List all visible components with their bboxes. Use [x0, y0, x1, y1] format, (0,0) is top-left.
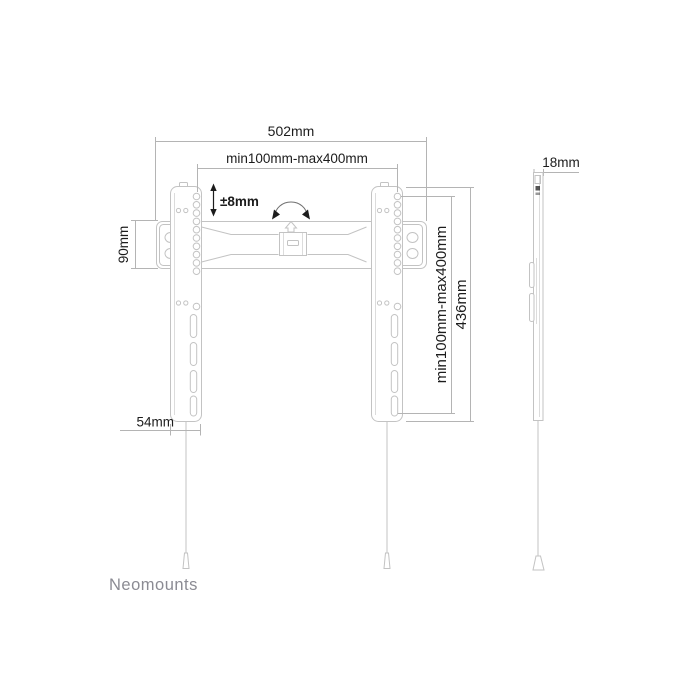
- release-cord-side: [532, 420, 545, 571]
- release-cord-right: [383, 421, 391, 569]
- up-arrow-icon: [284, 220, 298, 233]
- dim-plate-height-group: 90mm: [116, 220, 158, 269]
- side-hook-lower: [529, 293, 535, 322]
- side-view: 18mm: [529, 155, 580, 571]
- cord-tassel-right: [383, 552, 391, 569]
- dim-bracket-width-group: 54mm: [120, 415, 201, 436]
- side-profile: [529, 172, 545, 571]
- front-view: 502mm min100mm-max400mm 90mm 54mm: [116, 123, 474, 569]
- vesa-slots-left: [189, 314, 198, 417]
- plate-truss-lines: [201, 226, 367, 263]
- pilot-holes-left: [175, 207, 189, 306]
- right-bracket: [371, 182, 403, 569]
- dim-vesa-horizontal-group: min100mm-max400mm: [197, 151, 398, 192]
- cord-tassel-side: [532, 555, 545, 571]
- vesa-hole-column-left: [192, 192, 201, 311]
- side-lock-detail: [535, 186, 540, 191]
- dim-bracket-width-label: 54mm: [136, 415, 174, 430]
- dim-bracket-height-label: 436mm: [453, 279, 470, 329]
- dim-level-adjust-label: ±8mm: [220, 194, 259, 209]
- vesa-hole-column-right: [393, 192, 402, 311]
- dim-vesa-vertical-group: min100mm-max400mm: [398, 196, 455, 414]
- level-adjust-group: ±8mm: [210, 183, 259, 217]
- rotation-arc-icon: [272, 201, 310, 220]
- vesa-slots-right: [390, 314, 399, 417]
- side-top-tab: [534, 175, 541, 184]
- dim-bracket-height-group: 436mm: [406, 187, 474, 422]
- dim-plate-height-label: 90mm: [116, 226, 131, 264]
- dim-vesa-vertical-label: min100mm-max400mm: [433, 226, 450, 384]
- dim-total-width-label: 502mm: [268, 123, 315, 139]
- release-cord-left: [182, 421, 190, 569]
- left-bracket: [170, 182, 202, 569]
- side-hook-upper: [529, 262, 535, 288]
- center-coupler: [279, 232, 307, 256]
- cord-tassel-left: [182, 552, 190, 569]
- dim-depth-label: 18mm: [542, 155, 580, 170]
- brand-logo-text: Neomounts: [109, 576, 198, 594]
- pilot-holes-right: [376, 207, 390, 306]
- dim-total-width-group: 502mm: [155, 123, 427, 221]
- dim-vesa-horizontal-label: min100mm-max400mm: [226, 151, 368, 166]
- wall-plate: [156, 220, 427, 269]
